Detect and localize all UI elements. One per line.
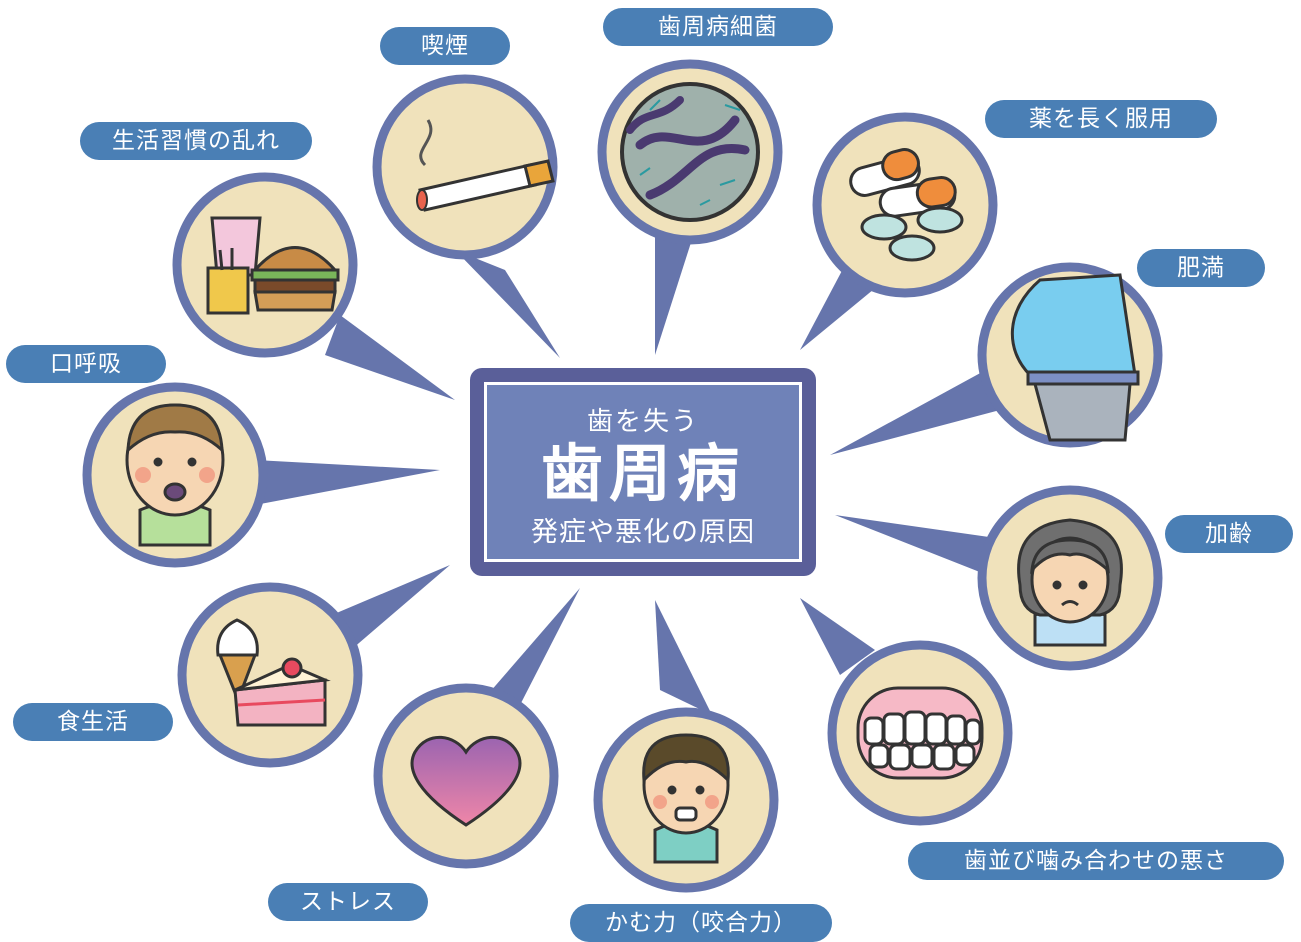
label-stress: ストレス: [268, 883, 428, 921]
label-mouth-breathing: 口呼吸: [6, 345, 166, 383]
bacteria-icon: [620, 82, 760, 222]
crooked-teeth-icon: [856, 686, 984, 780]
dessert-icon: [216, 618, 331, 727]
circle-smoking: [372, 74, 558, 260]
tail-diet: [320, 565, 450, 655]
pills-icon: [849, 148, 964, 262]
elderly-woman-icon: [1017, 518, 1123, 647]
label-smoking: 喫煙: [380, 27, 510, 65]
tail-smoking: [455, 250, 560, 358]
heart-icon: [410, 735, 522, 827]
label-malocclusion: 歯並び噛み合わせの悪さ: [908, 842, 1284, 880]
tail-stress: [470, 588, 580, 715]
tail-obesity: [830, 365, 1000, 455]
tail-bacteria: [655, 230, 695, 355]
boy-open-mouth-icon: [125, 403, 225, 547]
tail-malocclusion: [800, 598, 875, 675]
label-bite-force: かむ力（咬合力）: [570, 904, 832, 942]
label-obesity: 肥満: [1137, 249, 1265, 287]
tail-lifestyle: [325, 315, 455, 400]
tail-bite-force: [655, 600, 712, 715]
label-diet: 食生活: [13, 703, 173, 741]
label-aging: 加齢: [1165, 515, 1293, 553]
label-bacteria: 歯周病細菌: [603, 8, 833, 46]
center-subtitle: 歯を失う: [586, 407, 699, 437]
tail-aging: [835, 515, 1010, 580]
label-lifestyle: 生活習慣の乱れ: [80, 122, 312, 160]
fastfood-icon: [206, 216, 340, 315]
center-box: 歯を失う 歯周病 発症や悪化の原因: [470, 368, 816, 576]
label-medicine: 薬を長く服用: [985, 100, 1217, 138]
cigarette-icon: [416, 119, 555, 212]
boy-clenched-teeth-icon: [642, 733, 730, 864]
center-inner: 歯を失う 歯周病 発症や悪化の原因: [484, 382, 802, 562]
center-title: 歯周病: [540, 437, 745, 510]
tail-mouth-breathing: [255, 460, 440, 505]
belly-icon: [1010, 273, 1140, 442]
center-footer: 発症や悪化の原因: [531, 517, 755, 548]
